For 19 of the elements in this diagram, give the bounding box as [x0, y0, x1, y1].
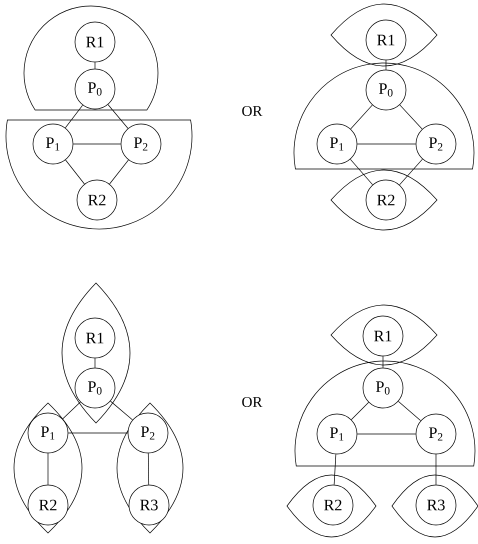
- connector-line: [94, 358, 96, 368]
- connector-line: [350, 158, 373, 186]
- connector-line: [68, 432, 128, 434]
- connector-line: [351, 402, 369, 420]
- connector-line: [65, 104, 83, 128]
- connector-line: [398, 401, 421, 422]
- connector-line: [382, 356, 384, 368]
- or-label: OR: [242, 106, 262, 116]
- connector-line: [334, 454, 336, 486]
- connector-line: [399, 104, 423, 130]
- connector-line: [110, 400, 133, 420]
- connector-line: [148, 453, 150, 485]
- connector-line: [350, 104, 373, 130]
- or-label: OR: [242, 396, 262, 408]
- connector-line: [62, 402, 81, 420]
- connector-line: [94, 62, 96, 69]
- connector-line: [109, 160, 129, 184]
- connector-line: [108, 104, 128, 129]
- connector-line: [65, 160, 85, 184]
